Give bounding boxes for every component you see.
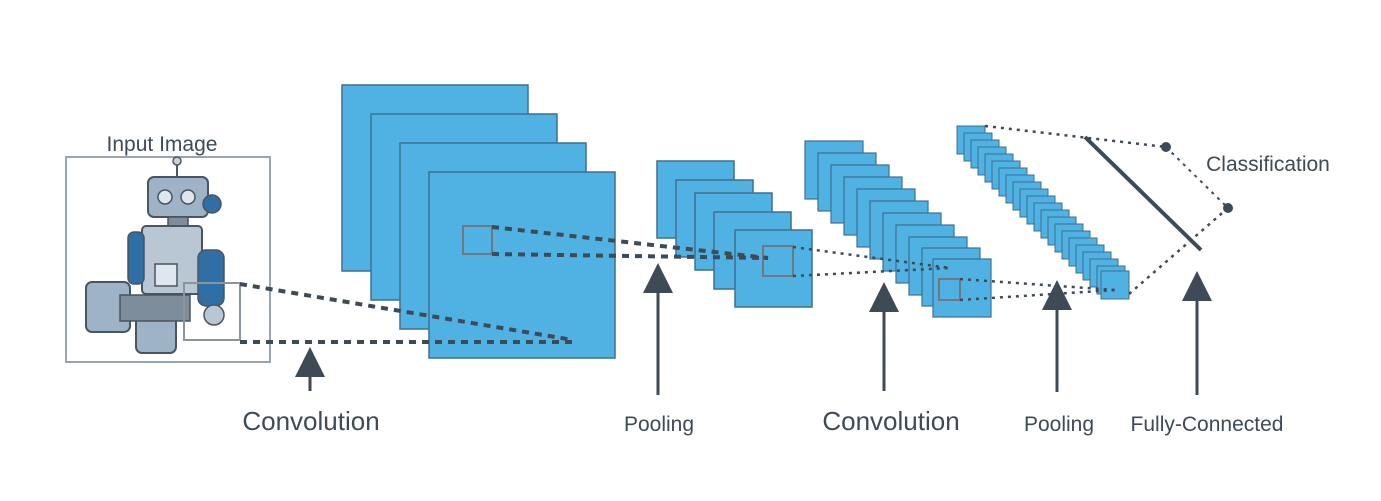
fully-connected-label: Fully-Connected bbox=[1131, 413, 1284, 436]
conv2-label: Convolution bbox=[822, 406, 959, 436]
stage-arrows bbox=[295, 263, 1212, 395]
conv-window-box bbox=[462, 225, 493, 255]
pool2-label: Pooling bbox=[1024, 413, 1094, 436]
conv1-label: Convolution bbox=[242, 406, 379, 436]
connector-line bbox=[959, 288, 1116, 302]
conv2-feature-maps bbox=[804, 140, 992, 318]
input-image-label: Input Image bbox=[107, 133, 218, 156]
connector-line bbox=[1165, 146, 1229, 209]
connector-line bbox=[792, 266, 951, 278]
connector-line bbox=[1128, 207, 1229, 295]
feature-map bbox=[1100, 270, 1130, 300]
conv1-feature-maps bbox=[341, 84, 616, 359]
connector-lines bbox=[239, 124, 1229, 344]
pool1-feature-maps bbox=[656, 160, 813, 308]
conv-window-box bbox=[938, 278, 961, 301]
conv-window-box bbox=[762, 245, 794, 277]
connector-line bbox=[792, 245, 951, 270]
output-node bbox=[1223, 203, 1233, 213]
feature-map bbox=[428, 171, 616, 359]
connector-line bbox=[984, 124, 1167, 149]
pool2-feature-maps bbox=[956, 125, 1130, 300]
receptive-field-box bbox=[183, 282, 241, 341]
connector-line bbox=[239, 282, 574, 342]
pool1-label: Pooling bbox=[624, 413, 694, 436]
feature-map bbox=[734, 229, 813, 308]
robot-icon bbox=[85, 156, 241, 354]
output-node bbox=[1161, 142, 1171, 152]
connector-line bbox=[959, 277, 1116, 292]
fully-connected-line bbox=[1083, 135, 1203, 252]
feature-map bbox=[932, 258, 992, 318]
classification-label: Classification bbox=[1206, 153, 1330, 176]
input-image bbox=[65, 156, 271, 363]
